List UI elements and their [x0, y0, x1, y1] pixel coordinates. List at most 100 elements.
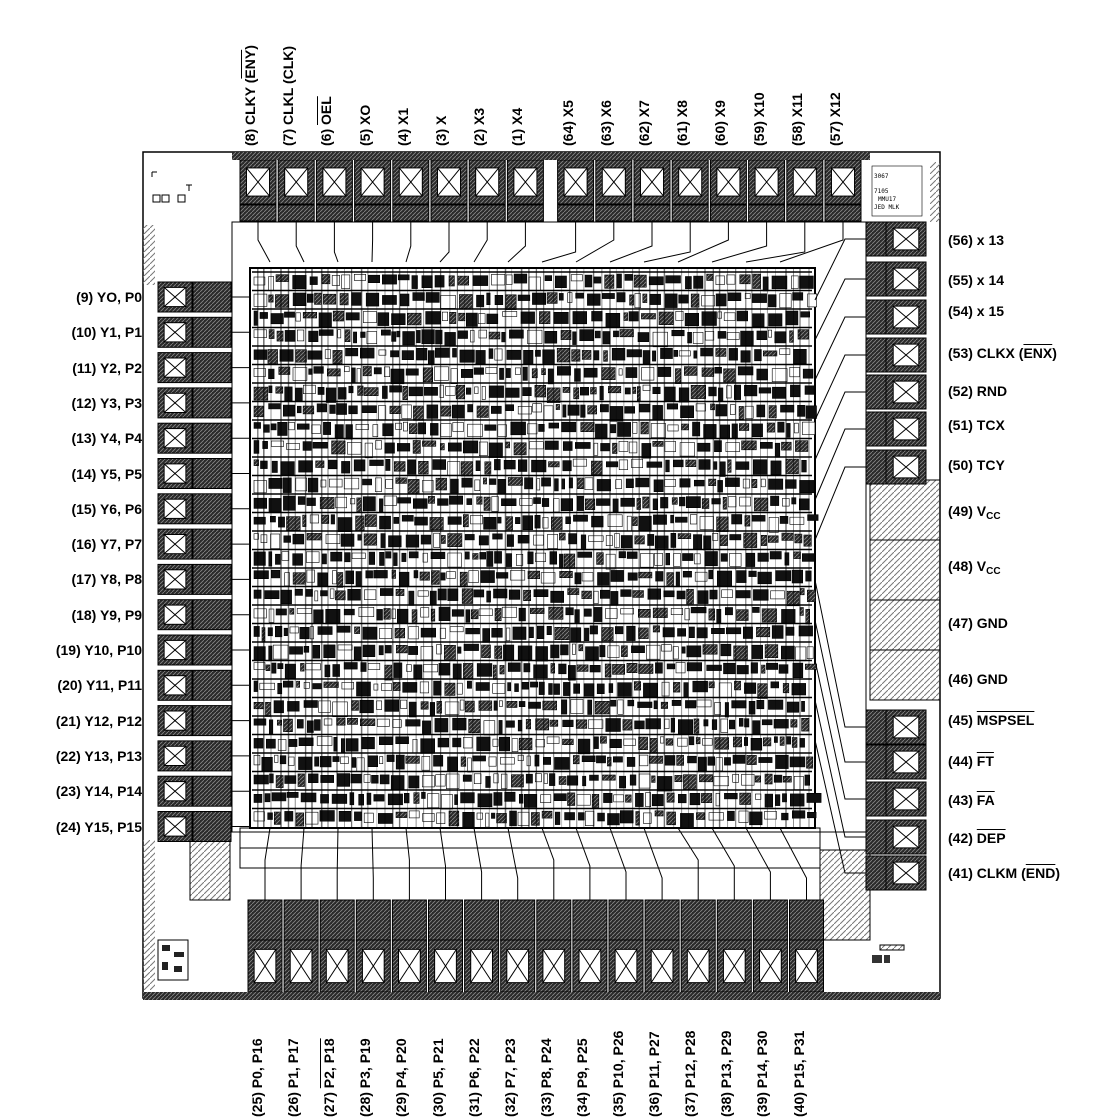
- logic-cell: [660, 347, 673, 359]
- logic-cell: [720, 643, 732, 657]
- logic-cell: [253, 386, 269, 401]
- logic-cell: [499, 757, 515, 765]
- logic-cell: [584, 627, 590, 641]
- logic-cell: [562, 441, 573, 451]
- logic-cell: [494, 551, 502, 564]
- logic-cell: [688, 736, 695, 746]
- logic-cell: [501, 773, 508, 789]
- logic-cell: [618, 368, 623, 376]
- hatch-mid-left: [189, 839, 231, 901]
- logic-cell: [761, 608, 777, 623]
- logic-cell: [535, 349, 541, 357]
- logic-cell: [281, 551, 290, 561]
- logic-cell: [677, 533, 692, 539]
- pad-wire: [473, 221, 488, 263]
- pad-wire: [643, 827, 663, 900]
- logic-cell: [379, 756, 384, 764]
- pad-bottom-driver: [500, 899, 536, 941]
- pad-right: [885, 411, 927, 447]
- logic-cell: [680, 405, 694, 418]
- logic-cell: [347, 441, 362, 455]
- logic-cell: [587, 699, 593, 715]
- logic-cell: [599, 645, 606, 658]
- pad-left: [157, 811, 193, 842]
- logic-cell: [699, 516, 714, 530]
- logic-cell: [686, 589, 694, 605]
- pad-top: [748, 159, 786, 205]
- logic-cell: [650, 423, 666, 438]
- pin-label-right: (55) x 14: [948, 273, 1004, 287]
- logic-cell: [587, 405, 598, 415]
- logic-cell: [486, 313, 499, 324]
- pin-label-right: (48) VCC: [948, 559, 1001, 577]
- logic-cell: [632, 386, 637, 394]
- pad-wire: [677, 221, 729, 263]
- logic-cell: [567, 404, 580, 416]
- pin-label-top: (8) CLKY (ENY): [242, 45, 258, 146]
- logic-cell: [560, 330, 572, 340]
- logic-cell: [562, 719, 574, 727]
- logic-cell: [593, 736, 599, 749]
- logic-cell: [437, 498, 449, 506]
- svg-text:MMU17: MMU17: [878, 196, 896, 203]
- pin-label-text: (6): [318, 125, 335, 146]
- logic-cell: [390, 368, 405, 385]
- logic-cell: [420, 701, 429, 710]
- logic-cell: [348, 405, 358, 415]
- pad-bottom: [319, 939, 355, 993]
- logic-cell: [364, 589, 377, 600]
- logic-cell: [772, 386, 787, 399]
- logic-cell: [752, 273, 761, 289]
- logic-cell: [655, 662, 663, 674]
- logic-cell: [391, 569, 396, 579]
- logic-cell: [408, 626, 419, 640]
- logic-cell: [653, 514, 667, 525]
- logic-cell: [613, 794, 624, 803]
- logic-cell: [462, 811, 475, 828]
- pin-label-top: (4) X1: [395, 108, 411, 146]
- pad-bottom: [608, 939, 644, 993]
- logic-cell: [780, 404, 795, 413]
- logic-cell: [544, 440, 559, 450]
- logic-cell: [600, 736, 607, 744]
- pad-bottom-driver: [716, 899, 752, 941]
- logic-cell: [425, 311, 442, 325]
- logic-cell: [684, 608, 690, 621]
- logic-cell: [785, 458, 799, 474]
- pad-bottom: [428, 939, 463, 993]
- logic-cell: [806, 589, 816, 602]
- logic-cell: [750, 737, 763, 751]
- logic-cell: [534, 514, 541, 529]
- pad-left: [157, 422, 193, 454]
- logic-cell: [367, 274, 380, 284]
- logic-cell: [581, 350, 592, 360]
- pad-bottom-driver: [319, 899, 355, 941]
- pad-left-driver: [192, 599, 232, 631]
- logic-cell: [332, 701, 348, 718]
- pad-right-driver: [865, 374, 887, 410]
- logic-cell: [708, 386, 717, 397]
- logic-cell: [402, 385, 408, 400]
- logic-cell: [647, 588, 662, 600]
- pin-label-text: (64) X5: [559, 100, 576, 146]
- pad-bottom-driver: [464, 899, 500, 941]
- logic-cell: [289, 608, 295, 615]
- logic-cell: [501, 331, 506, 343]
- logic-cell: [739, 496, 751, 507]
- logic-cell: [253, 533, 259, 540]
- pad-top: [557, 159, 595, 205]
- logic-cell: [492, 738, 499, 747]
- pad-left: [157, 458, 193, 489]
- logic-cell: [309, 276, 318, 285]
- logic-cell: [325, 387, 337, 403]
- logic-cell: [412, 292, 425, 301]
- logic-cell: [506, 534, 514, 547]
- logic-cell: [715, 404, 728, 417]
- logic-cell: [789, 793, 805, 807]
- logic-cell: [695, 403, 706, 412]
- logic-cell: [603, 792, 613, 803]
- logic-cell: [367, 662, 381, 670]
- logic-cell: [664, 293, 678, 308]
- logic-cell: [288, 421, 295, 431]
- logic-cell: [789, 366, 800, 378]
